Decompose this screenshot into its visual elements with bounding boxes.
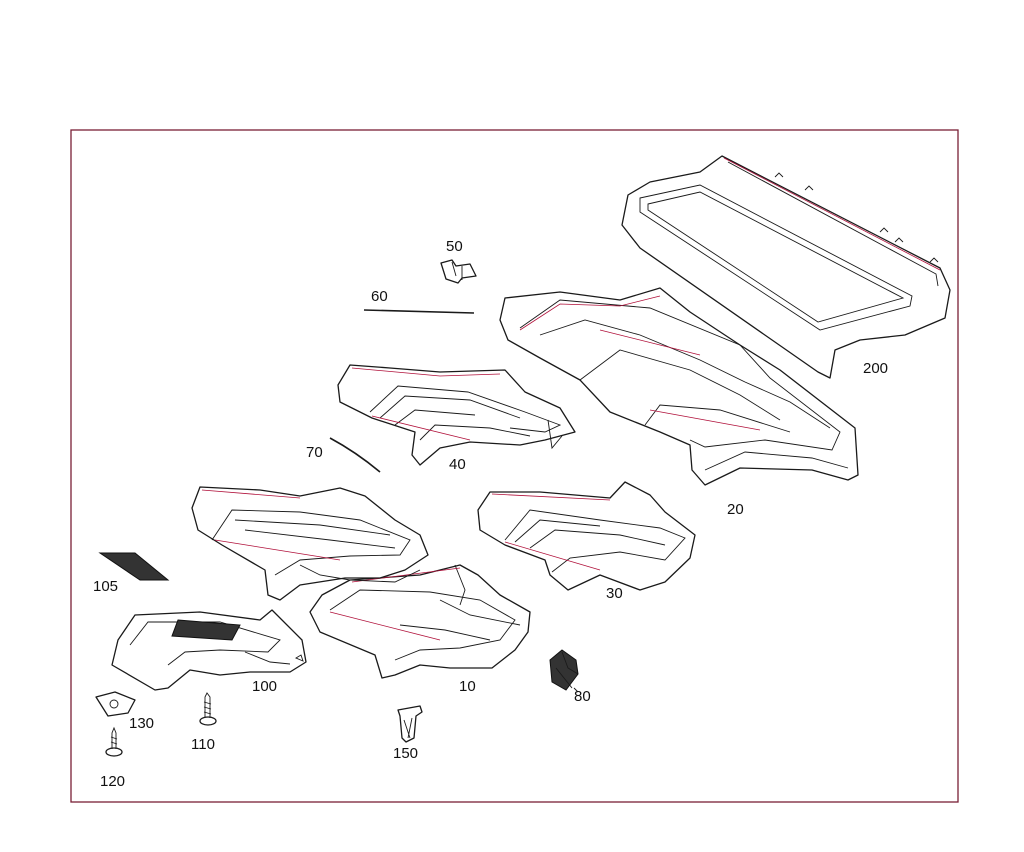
- callout-130: 130: [129, 715, 154, 732]
- callout-100: 100: [252, 678, 277, 695]
- callout-105: 105: [93, 578, 118, 595]
- callout-40: 40: [449, 456, 466, 473]
- callout-60: 60: [371, 288, 388, 305]
- callout-50: 50: [446, 238, 463, 255]
- callout-80: 80: [574, 688, 591, 705]
- callout-10: 10: [459, 678, 476, 695]
- part-120-screw[interactable]: [105, 726, 123, 757]
- diagram-frame: [70, 129, 959, 803]
- part-80-bracket[interactable]: [549, 649, 579, 693]
- callout-120: 120: [100, 773, 125, 790]
- callout-150: 150: [393, 745, 418, 762]
- part-30-right-seat-section[interactable]: [477, 481, 696, 591]
- part-200-rear-panel[interactable]: [621, 155, 951, 379]
- part-60-wire-rod[interactable]: [363, 309, 475, 314]
- part-105-foam-pad[interactable]: [98, 552, 170, 581]
- callout-110: 110: [191, 736, 215, 753]
- part-100-seat-frame-left[interactable]: [191, 486, 429, 601]
- callout-20: 20: [727, 501, 744, 518]
- part-110-screw[interactable]: [199, 692, 217, 726]
- callout-70: 70: [306, 444, 323, 461]
- part-10-seat-frame-right[interactable]: [309, 564, 531, 679]
- part-150-push-clip[interactable]: [397, 705, 423, 743]
- part-50-clip[interactable]: [440, 259, 477, 284]
- part-40-left-seat-section[interactable]: [337, 364, 576, 466]
- part-100-lower-pan[interactable]: [111, 609, 307, 691]
- part-130-nut-clip[interactable]: [95, 691, 136, 717]
- part-70-curved-wire[interactable]: [329, 437, 381, 473]
- part-20-rear-bench-cushion[interactable]: [499, 287, 859, 486]
- callout-200: 200: [863, 360, 888, 377]
- callout-30: 30: [606, 585, 623, 602]
